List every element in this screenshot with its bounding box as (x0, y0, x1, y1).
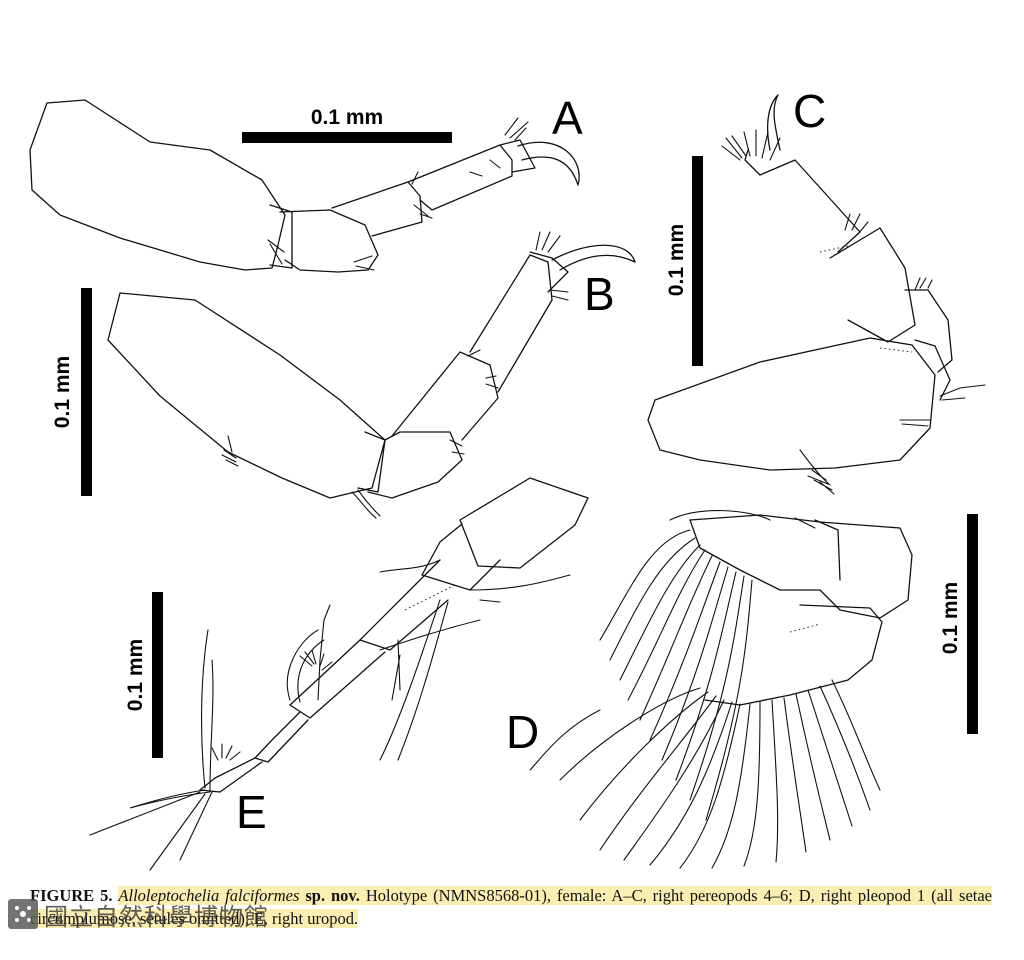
drawing-uropod (89, 477, 589, 871)
panel-letter-a: A (552, 92, 583, 144)
panel-letter-e: E (236, 786, 267, 838)
scale-label-e: 0.1 mm (124, 639, 147, 711)
figure-illustration: 0.1 mm 0.1 mm 0.1 mm 0.1 mm 0.1 mm A B C… (29, 85, 986, 871)
scale-label-d: 0.1 mm (939, 582, 962, 654)
caption-sp-nov: sp. nov. (305, 886, 360, 905)
scale-bar-d: 0.1 mm (939, 514, 978, 734)
panel-letter-c: C (793, 85, 826, 137)
panel-letter-b: B (584, 268, 615, 320)
drawing-pereopod-4 (29, 99, 580, 273)
drawing-pleopod-1 (529, 509, 913, 869)
drawing-pereopod-6 (647, 94, 986, 495)
figure-caption: FIGURE 5. Alloleptochelia falciformes sp… (30, 884, 993, 930)
caption-species: Alloleptochelia falciformes (118, 886, 300, 905)
museum-watermark: 國立自然科學博物館 (8, 894, 269, 934)
scale-label-b: 0.1 mm (51, 356, 74, 428)
watermark-text: 國立自然科學博物館 (44, 902, 269, 931)
scale-bar-e: 0.1 mm (124, 592, 163, 758)
drawing-pereopod-5 (107, 231, 636, 519)
caption-label: FIGURE 5. (30, 886, 113, 905)
museum-logo-icon (8, 899, 38, 929)
scale-bar-c: 0.1 mm (665, 156, 703, 366)
caption-text-line1: Holotype (NMNS8568-01), female: A–C, rig… (365, 886, 852, 905)
caption-text-line2: pleopod 1 (all setae circumplumose, setu… (30, 886, 993, 928)
scale-bar-b: 0.1 mm (51, 288, 92, 496)
panel-letter-d: D (506, 706, 539, 758)
scale-bar-a: 0.1 mm (242, 106, 452, 143)
scale-label-a: 0.1 mm (311, 106, 383, 129)
scale-label-c: 0.1 mm (665, 224, 688, 296)
